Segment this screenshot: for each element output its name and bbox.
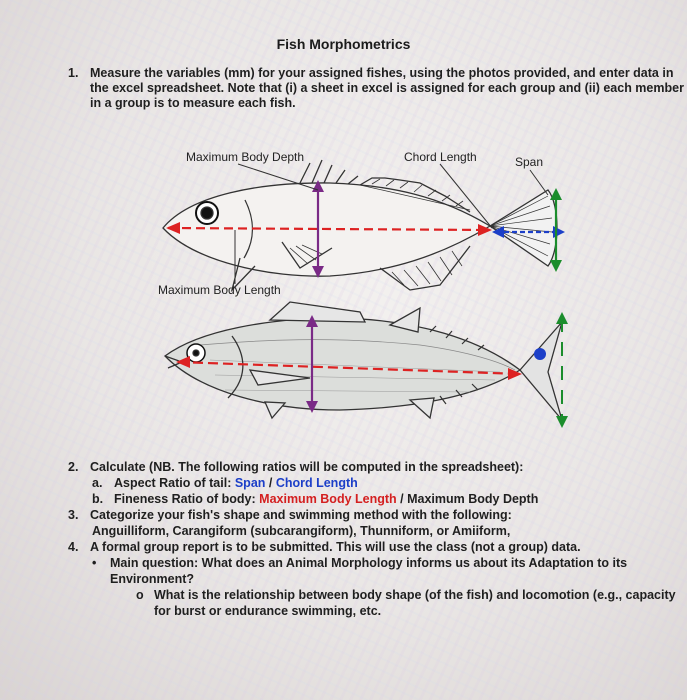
page-title: Fish Morphometrics bbox=[276, 36, 411, 52]
circle-bullet-icon: o bbox=[136, 588, 144, 602]
item-1-line-2: the excel spreadsheet. Note that (i) a s… bbox=[90, 81, 684, 95]
top-fish bbox=[162, 159, 558, 293]
item-3-line-1: 3.Categorize your fish's shape and swimm… bbox=[68, 508, 512, 522]
bullet-icon: • bbox=[92, 556, 97, 570]
item-4-line-1: 4.A formal group report is to be submitt… bbox=[68, 540, 581, 554]
bottom-fish bbox=[164, 301, 563, 421]
item-2: 2.Calculate (NB. The following ratios wi… bbox=[68, 460, 524, 474]
item-4-subquestion-line-2: for burst or endurance swimming, etc. bbox=[154, 604, 382, 618]
item-4-bullet-line-2: Environment? bbox=[110, 572, 195, 586]
item-2b: b.Fineness Ratio of body: Maximum Body L… bbox=[92, 492, 539, 506]
chord-length-term: Chord Length bbox=[275, 476, 358, 490]
span-term: Span bbox=[234, 476, 266, 490]
label-chord-length: Chord Length bbox=[404, 150, 477, 164]
label-maximum-body-depth: Maximum Body Depth bbox=[186, 150, 305, 164]
item-2-number: 2. bbox=[68, 460, 79, 474]
item-3-number: 3. bbox=[68, 508, 79, 522]
maximum-body-length-term: Maximum Body Length bbox=[259, 492, 397, 506]
item-3-line-2: Anguilliform, Carangiform (subcarangifor… bbox=[92, 524, 511, 538]
label-span: Span bbox=[515, 155, 544, 169]
item-4-number: 4. bbox=[68, 540, 79, 554]
item-1-line-3: in a group is to measure each fish. bbox=[90, 96, 296, 110]
item-1-number: 1. bbox=[68, 66, 79, 80]
item-1-line-1: 1.Measure the variables (mm) for your as… bbox=[68, 66, 674, 80]
bottom-fish-measurements bbox=[176, 312, 568, 428]
label-maximum-body-length: Maximum Body Length bbox=[158, 283, 281, 297]
item-2a: a.Aspect Ratio of tail: Span / Chord Len… bbox=[92, 476, 358, 490]
top-fish-measurements bbox=[166, 163, 565, 284]
item-4-bullet: •Main question: What does an Animal Morp… bbox=[92, 556, 628, 570]
